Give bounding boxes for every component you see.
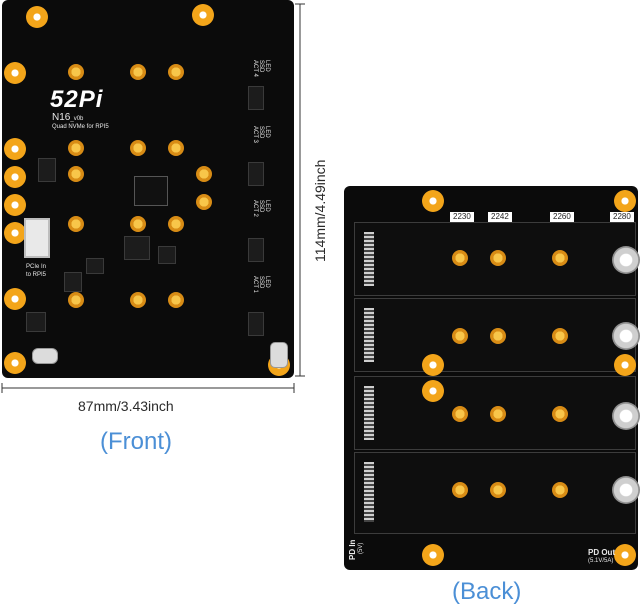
pcie-switch-chip	[134, 176, 168, 206]
standoff-pad	[552, 406, 568, 422]
mounting-hole	[4, 194, 26, 216]
pad	[68, 140, 84, 156]
usb-c-port	[270, 342, 288, 368]
component	[26, 312, 46, 332]
component	[248, 162, 264, 186]
component	[64, 272, 82, 292]
pad	[168, 216, 184, 232]
pad	[196, 166, 212, 182]
pad	[68, 64, 84, 80]
brand-logo: 52Pi	[50, 86, 104, 113]
front-board: 52Pi N16_v0b Quad NVMe for RPI5 PCIe In …	[2, 0, 294, 378]
standoff-screw	[612, 246, 640, 274]
component	[248, 238, 264, 262]
mounting-hole	[614, 190, 636, 212]
mounting-hole	[192, 4, 214, 26]
front-caption: (Front)	[100, 428, 172, 455]
pad	[68, 216, 84, 232]
mounting-hole	[614, 544, 636, 566]
pcie-fpc-connector	[24, 218, 50, 258]
component	[248, 312, 264, 336]
model-name: N16	[52, 112, 71, 123]
pad	[130, 216, 146, 232]
standoff-screw	[612, 402, 640, 430]
standoff-pad	[490, 482, 506, 498]
pad	[168, 64, 184, 80]
pd-in-label: PD In	[348, 539, 357, 560]
mounting-hole	[422, 354, 444, 376]
size-tag-2260: 2260	[550, 212, 574, 222]
mounting-hole	[26, 6, 48, 28]
width-dimension-label: 87mm/3.43inch	[78, 398, 174, 414]
back-caption: (Back)	[452, 578, 522, 605]
component	[248, 86, 264, 110]
mounting-hole	[422, 190, 444, 212]
standoff-pad	[552, 482, 568, 498]
size-tag-2280: 2280	[610, 212, 634, 222]
board-subtitle: Quad NVMe for RPI5	[52, 124, 109, 130]
size-tag-2230: 2230	[450, 212, 474, 222]
m2-connector	[364, 462, 374, 522]
standoff-pad	[452, 250, 468, 266]
standoff-screw	[612, 476, 640, 504]
pad	[168, 140, 184, 156]
pad	[130, 64, 146, 80]
standoff-screw	[612, 322, 640, 350]
pd-out-sublabel: (5.1V/5A)	[588, 558, 614, 564]
mounting-hole	[614, 354, 636, 376]
pad	[68, 166, 84, 182]
model-label: N16_v0b	[52, 112, 83, 123]
size-tag-2242: 2242	[488, 212, 512, 222]
pd-out-label: PD Out	[588, 548, 616, 557]
pcie-in-label: PCIe In	[26, 264, 47, 270]
standoff-pad	[452, 406, 468, 422]
mounting-hole	[4, 352, 26, 374]
pad	[130, 292, 146, 308]
m2-connector	[364, 308, 374, 362]
component	[124, 236, 150, 260]
m2-connector	[364, 232, 374, 286]
back-board: 2230 2242 2260 2280 PD In (5V) PD Out (5…	[344, 186, 640, 570]
usb-c-port	[32, 348, 58, 364]
mounting-hole	[4, 222, 26, 244]
pad	[68, 292, 84, 308]
component	[158, 246, 176, 264]
pad	[196, 194, 212, 210]
pad	[130, 140, 146, 156]
mounting-hole	[4, 288, 26, 310]
model-version: _v0b	[70, 116, 84, 122]
pd-in-sublabel: (5V)	[358, 542, 364, 554]
mounting-hole	[4, 62, 26, 84]
m2-connector	[364, 386, 374, 440]
mounting-hole	[422, 380, 444, 402]
standoff-pad	[452, 328, 468, 344]
pcie-in-sublabel: to RPI5	[26, 272, 47, 278]
pad	[168, 292, 184, 308]
component	[86, 258, 104, 274]
standoff-pad	[490, 328, 506, 344]
component	[38, 158, 56, 182]
height-dimension-label: 114mm/4.49inch	[312, 159, 328, 262]
standoff-pad	[552, 328, 568, 344]
mounting-hole	[4, 138, 26, 160]
standoff-pad	[452, 482, 468, 498]
mounting-hole	[4, 166, 26, 188]
mounting-hole	[422, 544, 444, 566]
standoff-pad	[490, 250, 506, 266]
standoff-pad	[552, 250, 568, 266]
standoff-pad	[490, 406, 506, 422]
